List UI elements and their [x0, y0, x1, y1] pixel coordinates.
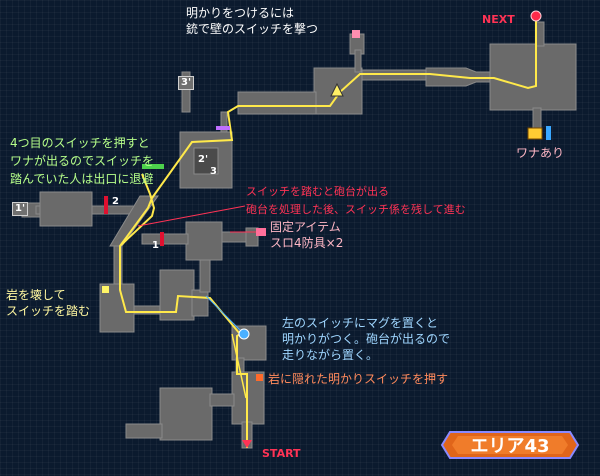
switch-yellow-icon	[102, 286, 109, 293]
marker-2-left: 2	[112, 196, 119, 207]
marker-3-prime-top: 3'	[178, 76, 195, 90]
mag-line3: 走りながら置く。	[282, 348, 379, 362]
fixed-item-line1: 固定アイテム	[270, 220, 341, 234]
area-label: エリア43	[470, 436, 550, 457]
area-badge: エリア43	[440, 430, 580, 460]
treasure-chest-icon	[527, 127, 543, 140]
turret-line1: スイッチを踏むと砲台が出る	[246, 185, 389, 198]
trap-switch-icon	[546, 126, 551, 140]
room-next	[489, 43, 577, 111]
marker-1-prime: 1'	[12, 202, 29, 216]
four-switch-line1: 4つ目のスイッチを押すと	[10, 136, 150, 150]
light-switch-orange-icon	[256, 374, 263, 381]
marker-1-small: 1	[152, 240, 159, 251]
mag-line2: 明かりがつく。砲台が出るので	[282, 332, 451, 346]
fixed-item-icon	[256, 228, 266, 236]
four-switch-line2: ワナが出るのでスイッチを	[10, 154, 155, 168]
start-arrow-icon	[242, 440, 252, 448]
turret-line2: 砲台を処理した後、スイッチ係を残して進む	[246, 203, 466, 216]
four-switch-line3: 踏んでいた人は出口に退避	[10, 172, 154, 186]
marker-3-center: 3	[210, 166, 217, 177]
marker-2-prime-center: 2'	[198, 154, 209, 165]
rock-line1: 岩を壊して	[6, 288, 66, 302]
fixed-item-line2: スロ4防具×2	[270, 236, 344, 250]
lights-hint-line1: 明かりをつけるには	[186, 6, 295, 20]
mag-switch-icon	[238, 328, 250, 340]
mag-line1: 左のスイッチにマグを置くと	[282, 316, 439, 330]
trap-label: ワナあり	[516, 146, 565, 160]
start-label: START	[262, 447, 301, 460]
hidden-switch-label: 岩に隠れた明かりスイッチを押す	[268, 372, 449, 386]
switch-pink-icon	[352, 30, 360, 38]
next-marker-icon	[530, 10, 542, 22]
warning-icon	[330, 82, 344, 97]
next-label: NEXT	[482, 13, 515, 26]
rock-line2: スイッチを踏む	[6, 304, 91, 318]
lights-hint-line2: 銃で壁のスイッチを撃つ	[186, 22, 319, 36]
route-path	[119, 173, 248, 448]
